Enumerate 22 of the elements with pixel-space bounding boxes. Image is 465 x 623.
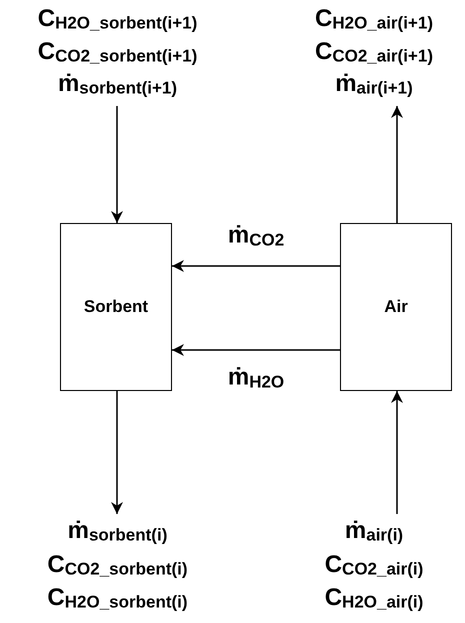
process-box (60, 223, 172, 391)
box-label: Air (384, 297, 408, 317)
variable-label: C$_{CO2_sorbent(i+1)}$ (38, 38, 198, 68)
arrow (391, 391, 403, 514)
variable-label: C$_{H2O_air(i+1)}$ (315, 6, 433, 35)
box-label: Sorbent (84, 297, 148, 317)
variable-label: C$_{H2O_sorbent(i+1)}$ (38, 6, 198, 35)
arrow (172, 344, 340, 356)
variable-label: C$_{H2O_sorbent(i)}$ (47, 585, 188, 614)
arrow (111, 391, 123, 514)
variable-label: C$_{CO2_air(i+1)}$ (315, 38, 433, 68)
variable-label: ṁ$_{sorbent(i)}$ (68, 518, 168, 547)
arrow (111, 106, 123, 223)
arrow (172, 260, 340, 272)
variable-label: C$_{CO2_sorbent(i)}$ (47, 552, 188, 580)
variable-label: ṁ$_{air(i)}$ (344, 518, 404, 547)
variable-label: ṁ$_{air(i+1)}$ (335, 71, 413, 100)
variable-label: C$_{H2O_air(i)}$ (324, 585, 424, 614)
variable-label: C$_{CO2_air(i)}$ (324, 552, 424, 580)
variable-label: ṁ$_{sorbent(i+1)}$ (58, 71, 178, 100)
arrow (391, 106, 403, 223)
process-box (340, 223, 452, 391)
